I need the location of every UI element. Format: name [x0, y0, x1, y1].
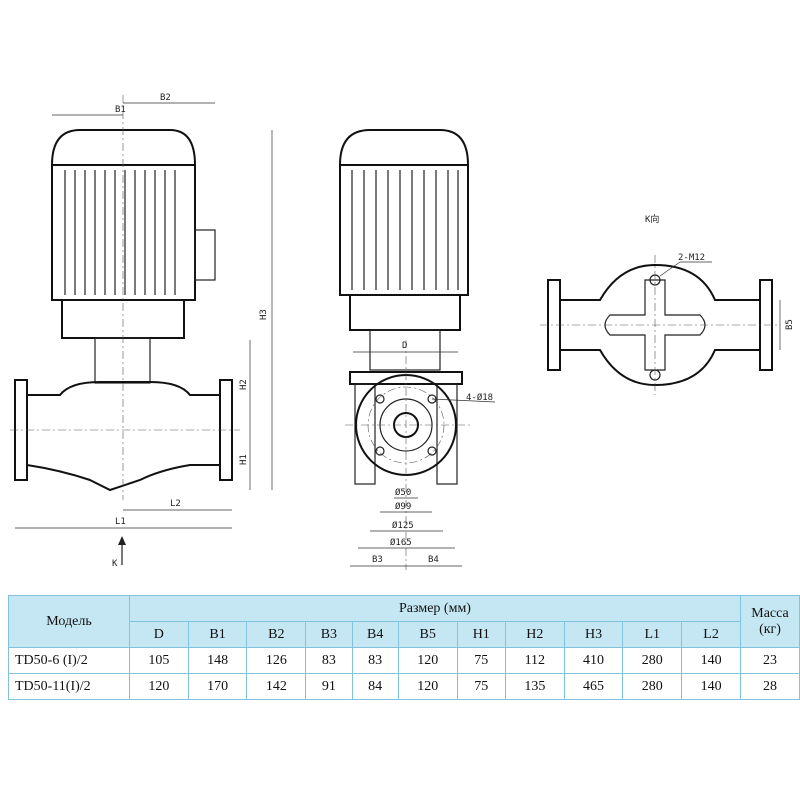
value-cell: 140	[681, 673, 741, 700]
col-header: H3	[563, 621, 624, 648]
dim-label-l2: L2	[170, 499, 181, 509]
mass-cell: 28	[740, 673, 800, 700]
value-cell: 280	[622, 673, 683, 700]
col-header: B1	[187, 621, 248, 648]
value-cell: 105	[129, 647, 189, 674]
value-cell: 120	[397, 673, 458, 700]
flange-holes-label: 4-Ø18	[466, 392, 493, 403]
value-cell: 120	[129, 673, 189, 700]
value-cell: 148	[187, 647, 248, 674]
k-view-title: K向	[645, 213, 659, 225]
col-header: H2	[504, 621, 565, 648]
model-cell: TD50-11(I)/2	[8, 673, 130, 700]
col-header: B2	[246, 621, 307, 648]
dim-label-d99: Ø99	[395, 501, 411, 512]
value-cell: 112	[504, 647, 565, 674]
dim-label-h3: H3	[259, 309, 269, 320]
value-cell: 84	[351, 673, 399, 700]
table-row: TD50-11(I)/2 120 170 142 91 84 120 75 13…	[8, 673, 800, 700]
value-cell: 83	[351, 647, 399, 674]
model-header: Модель	[8, 595, 130, 648]
value-cell: 135	[504, 673, 565, 700]
k-view: K向 2-M12 B5	[540, 213, 795, 395]
size-header: Размер (мм)	[129, 595, 741, 622]
dim-label-h1: H1	[239, 454, 249, 465]
value-cell: 465	[563, 673, 624, 700]
value-cell: 142	[246, 673, 307, 700]
pump-dimension-drawing: B1 B2 H3 H2 H1 L2 L1 K	[10, 93, 795, 570]
col-header: H1	[456, 621, 506, 648]
value-cell: 91	[305, 673, 353, 700]
value-cell: 75	[456, 647, 506, 674]
front-view: B1 B2 H3 H2 H1 L2 L1 K	[10, 93, 273, 569]
bolts-label: 2-M12	[678, 253, 705, 263]
model-cell: TD50-6 (I)/2	[8, 647, 130, 674]
dim-label-h2: H2	[239, 379, 249, 390]
dim-label-b1: B1	[115, 105, 126, 115]
dim-label-b4: B4	[428, 555, 439, 565]
dimensions-table: Модель Размер (мм) Масса (кг) D B1 B2 B3…	[8, 595, 800, 700]
col-header: B3	[305, 621, 353, 648]
value-cell: 75	[456, 673, 506, 700]
dim-label-d50: Ø50	[395, 487, 411, 498]
dim-label-d: D	[402, 341, 407, 351]
side-view: D 4-Ø18 Ø50 Ø99 Ø125 Ø165 B3 B4	[338, 129, 496, 570]
col-header: D	[129, 621, 189, 648]
mass-header: Масса (кг)	[740, 595, 800, 648]
col-header: L1	[622, 621, 683, 648]
dim-label-b5: B5	[785, 319, 795, 330]
dim-label-l1: L1	[115, 517, 126, 527]
value-cell: 170	[187, 673, 248, 700]
dim-label-b3: B3	[372, 555, 383, 565]
value-cell: 140	[681, 647, 741, 674]
value-cell: 126	[246, 647, 307, 674]
mass-cell: 23	[740, 647, 800, 674]
col-header: L2	[681, 621, 741, 648]
value-cell: 410	[563, 647, 624, 674]
dim-label-b2: B2	[160, 93, 171, 103]
dim-label-d125: Ø125	[392, 520, 414, 531]
table-row: TD50-6 (I)/2 105 148 126 83 83 120 75 11…	[8, 647, 800, 674]
col-header: B5	[397, 621, 458, 648]
dim-label-d165: Ø165	[390, 537, 412, 548]
value-cell: 280	[622, 647, 683, 674]
value-cell: 83	[305, 647, 353, 674]
view-arrow-k-label: K	[112, 559, 118, 569]
col-header: B4	[351, 621, 399, 648]
value-cell: 120	[397, 647, 458, 674]
